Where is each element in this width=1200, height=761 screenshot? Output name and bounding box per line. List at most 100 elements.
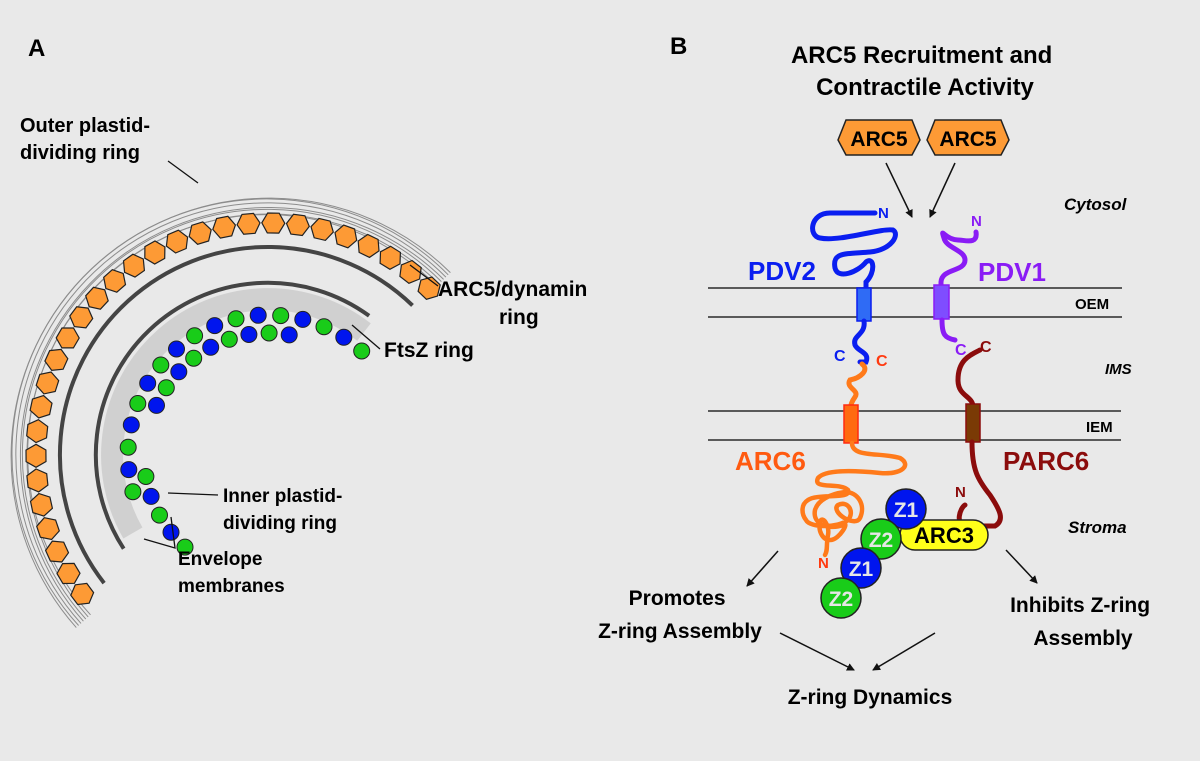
arc5-dynamin-ring: [25, 212, 441, 606]
arc6-c-terminus: C: [876, 353, 888, 370]
leader-line-envelope: [143, 516, 176, 549]
arc6-n-terminus: N: [818, 555, 829, 572]
arc6-stromal-region: [800, 440, 908, 558]
arc5-subunit: [144, 240, 166, 265]
ftsz1-bead: [202, 338, 220, 356]
arc3-label: ARC3: [914, 523, 974, 548]
arrow-promotes-to-dynamics: [779, 632, 855, 671]
ftsz-filament: Z1 Z2 Z1 Z2: [820, 488, 927, 619]
arc6-ims-region: [846, 361, 868, 414]
ftsz-ring-label: FtsZ ring: [384, 339, 474, 362]
arc5-subunit: [25, 443, 47, 468]
ftsz2-bead: [353, 342, 371, 360]
arc6-transmembrane-domain: [843, 404, 859, 444]
pdv2-label: PDV2: [748, 256, 816, 286]
arrow-inhibits-to-dynamics: [872, 632, 936, 671]
arc5-subunit: [29, 394, 53, 419]
ftsz1-bead: [335, 328, 353, 346]
pdv2-protein: N C PDV2: [748, 205, 898, 365]
panel-b-label: B: [670, 33, 687, 60]
ftsz2-monomer: Z2: [860, 518, 902, 560]
parc6-n-terminus: N: [955, 484, 966, 501]
iem-label: IEM: [1086, 419, 1113, 436]
outer-pd-filament: [15, 202, 447, 624]
outer-envelope-membrane: [58, 244, 414, 585]
outer-pd-ring-label: Outer plastid- dividing ring: [20, 115, 156, 164]
ftsz-ring: [119, 306, 371, 556]
panel-a: A Outer plastid- dividing ring ARC5/dyna…: [10, 35, 587, 628]
ftsz1-bead: [294, 310, 312, 328]
inhibits-label: Inhibits Z-ring Assembly: [1010, 594, 1156, 650]
arc5-subunit: [26, 468, 49, 493]
arrow-to-promotes: [746, 550, 779, 587]
ftsz1-bead: [142, 487, 160, 505]
z-ring-dynamics-label: Z-ring Dynamics: [788, 686, 953, 709]
arc5-subunit: [56, 562, 81, 585]
pdv2-transmembrane-domain: [856, 287, 872, 322]
ftsz2-bead: [124, 483, 142, 501]
outer-pd-filament: [27, 214, 438, 616]
arc5-subunit: [285, 213, 310, 237]
leader-line-ftsz: [351, 324, 381, 350]
ftsz2-bead: [137, 468, 155, 485]
ftsz2-bead: [119, 438, 137, 456]
parc6-transmembrane-domain: [965, 403, 981, 443]
pdv1-protein: N C PDV1: [933, 213, 1046, 359]
arc5-subunit: [26, 419, 49, 444]
cytosol-label: Cytosol: [1064, 195, 1128, 214]
ftsz1-monomer: Z1: [885, 488, 927, 530]
arc6-label: ARC6: [735, 446, 806, 476]
parc6-ims-region: [955, 347, 983, 413]
outer-pd-filament: [19, 207, 444, 622]
ftsz2-bead: [220, 330, 238, 348]
z2-label: Z2: [869, 529, 894, 552]
pdv1-c-terminus: C: [955, 342, 967, 359]
ftsz1-bead: [240, 326, 258, 343]
arc5-subunit: [122, 253, 146, 278]
promotes-label: Promotes Z-ring Assembly: [598, 587, 762, 643]
ftsz2-bead: [152, 356, 170, 374]
stroma-label: Stroma: [1068, 518, 1127, 537]
outer-pd-filament: [21, 208, 442, 620]
ftsz2-monomer: Z2: [820, 577, 862, 619]
arc3-protein: ARC3: [899, 519, 989, 551]
outer-plastid-dividing-ring: [10, 197, 451, 628]
z1-label: Z1: [849, 558, 874, 581]
ftsz2-bead: [176, 538, 194, 556]
pdv2-chain: [810, 210, 898, 293]
ims-label: IMS: [1105, 361, 1132, 378]
arc5-subunit: [103, 269, 127, 293]
envelope-membranes-label: Envelope membranes: [178, 549, 285, 597]
panel-b: B ARC5 Recruitment and Contractile Activ…: [598, 33, 1156, 709]
arc5-subunit: [44, 540, 70, 563]
pdv1-chain: [938, 229, 979, 293]
outer-envelope-membrane-bilayer: [708, 287, 1122, 318]
ftsz1-monomer: Z1: [840, 547, 882, 589]
arc5-hexagon-shape: [926, 119, 1010, 156]
ftsz2-bead: [186, 327, 204, 345]
pdv1-label: PDV1: [978, 257, 1046, 287]
leader-line-arc5: [409, 264, 439, 287]
arc5-hexagon-shape: [837, 119, 921, 156]
ftsz2-bead: [185, 349, 203, 367]
arc5-subunit: [69, 306, 94, 329]
parc6-c-terminus: C: [980, 339, 992, 356]
inner-envelope-membrane-bilayer: [708, 410, 1121, 441]
arc5-subunit: [399, 259, 422, 284]
z1-label: Z1: [894, 499, 919, 522]
ftsz2-bead: [260, 324, 278, 342]
inner-envelope-membrane: [93, 280, 371, 550]
arc5-subunit: [165, 229, 189, 254]
ftsz1-bead: [148, 396, 165, 414]
arc5-subunit: [417, 276, 441, 300]
arc5-molecule-1: ARC5: [837, 119, 921, 156]
arc5-subunit: [188, 221, 212, 245]
pdv1-n-terminus: N: [971, 213, 982, 230]
leader-line-outer-pd: [167, 160, 199, 184]
panel-b-title: ARC5 Recruitment and Contractile Activit…: [791, 42, 1059, 101]
arc5-molecule-2: ARC5: [926, 119, 1010, 156]
ftsz1-bead: [249, 306, 267, 324]
pdv2-n-terminus: N: [878, 205, 889, 222]
arc5-subunit: [55, 327, 80, 349]
